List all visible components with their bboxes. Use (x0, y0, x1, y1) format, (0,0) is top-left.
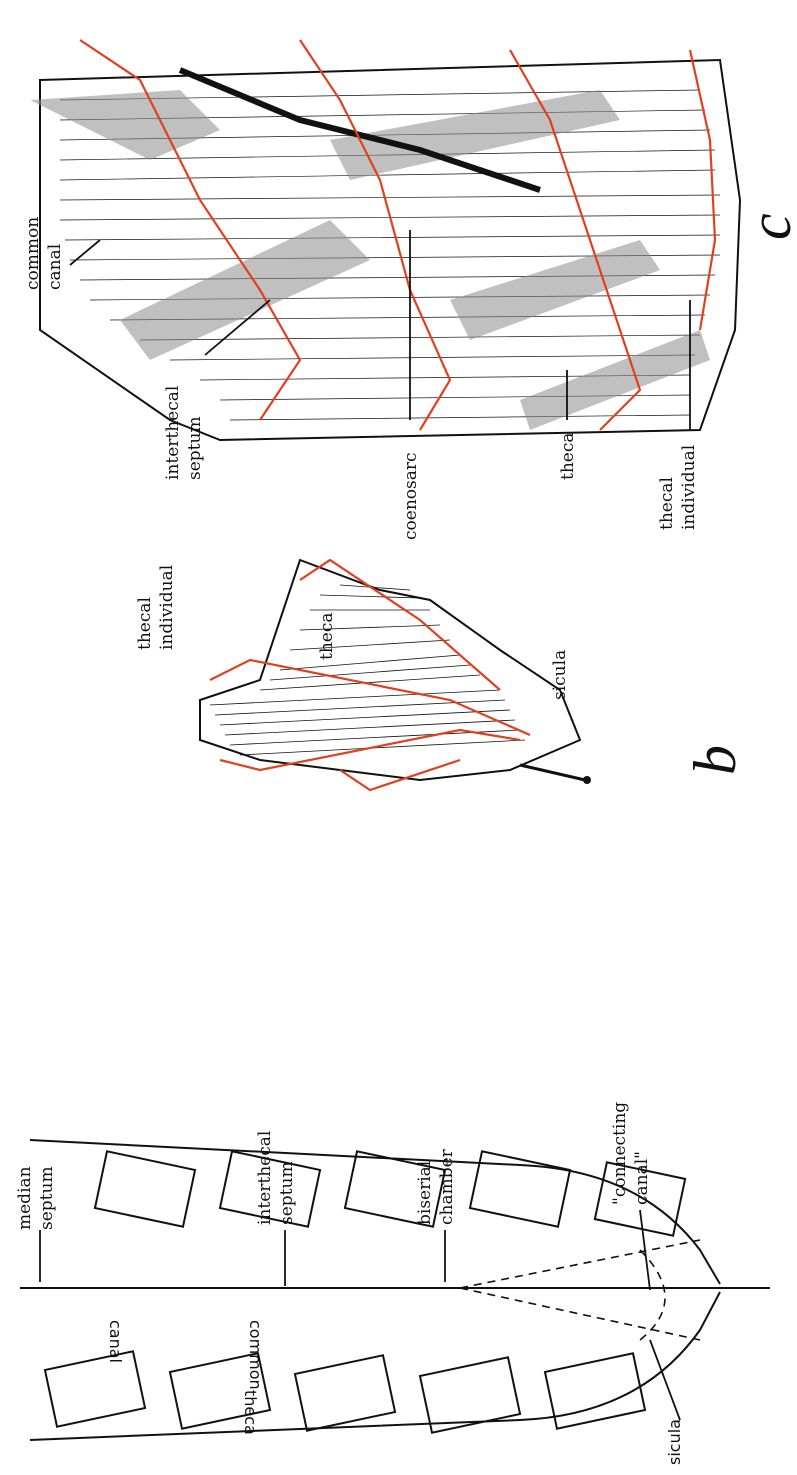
label-c-theca: theca (558, 433, 578, 481)
panel-c-septa (30, 90, 710, 430)
label-a-interthecal-1: interthecal (255, 1131, 275, 1225)
dashed-sicula-outline (460, 1240, 700, 1340)
label-connecting-1: "connecting (610, 1102, 630, 1205)
panel-letter-b: b (682, 745, 748, 775)
label-median-septum-2: septum (37, 1166, 57, 1230)
label-c-interthecal-2: septum (185, 416, 205, 480)
panel-a: median septum interthecal septum biseria… (15, 1102, 770, 1465)
panel-b-spine-tip (583, 776, 591, 784)
panel-c: common canal interthecal septum coenosar… (23, 40, 797, 540)
label-b-thecal-1: thecal (135, 597, 155, 650)
label-c-common-2: canal (45, 244, 65, 290)
thecae-lower-row (45, 1351, 645, 1432)
label-b-theca: theca (317, 613, 337, 661)
thecae-upper-row (95, 1151, 685, 1235)
label-a-theca: theca (241, 1390, 260, 1435)
label-a-interthecal-2: septum (277, 1161, 297, 1225)
label-c-common-1: common (23, 217, 43, 290)
outer-wall-lower (30, 1292, 720, 1440)
label-c-coenosarc: coenosarc (401, 452, 421, 540)
panel-b: thecal individual theca sicula b (135, 560, 748, 790)
label-biserial-1: biserial (415, 1161, 435, 1225)
label-biserial-2: chamber (437, 1148, 457, 1225)
panel-b-thecal-individuals (210, 560, 530, 790)
panel-letter-c: c (737, 213, 797, 240)
label-c-interthecal-1: interthecal (163, 386, 183, 480)
label-c-thecal-1: thecal (657, 477, 677, 530)
label-median-septum-1: median (15, 1166, 35, 1230)
label-b-thecal-2: individual (157, 565, 177, 650)
panel-b-sicula-spine (520, 765, 585, 780)
label-a-common: common (246, 1320, 265, 1390)
label-b-sicula: sicula (550, 650, 570, 700)
label-a-canal: canal (106, 1320, 125, 1363)
label-connecting-2: canal" (632, 1151, 652, 1205)
label-c-thecal-2: individual (679, 445, 699, 530)
label-a-sicula: sicula (665, 1419, 684, 1465)
